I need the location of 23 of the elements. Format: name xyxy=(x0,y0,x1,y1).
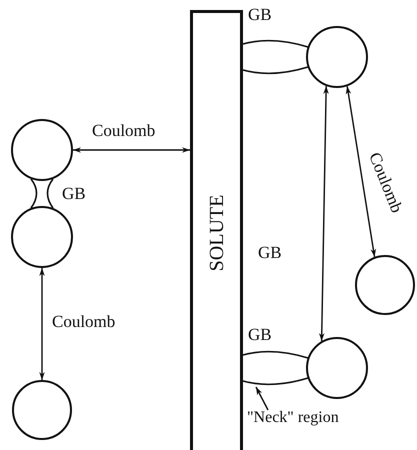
particle-circle xyxy=(306,337,368,399)
double-arrow xyxy=(39,268,45,380)
double-arrow xyxy=(73,147,190,153)
particle-circle xyxy=(11,206,73,268)
particle-circle xyxy=(12,380,72,440)
particle-circle xyxy=(355,255,415,315)
gb-label: GB xyxy=(62,185,86,202)
double-arrow xyxy=(318,86,329,342)
edge-label: Coulomb xyxy=(52,313,116,330)
edge-label: GB xyxy=(258,244,282,261)
particle-circle xyxy=(11,119,73,181)
solute-box xyxy=(190,10,243,450)
box-label: SOLUTE xyxy=(206,194,226,272)
neck-drawing xyxy=(242,350,309,386)
gb-label: GB xyxy=(248,6,272,23)
neck-drawing xyxy=(30,178,54,209)
neck-drawing xyxy=(242,40,309,74)
double-arrow xyxy=(255,386,269,410)
annotation-text: "Neck" region xyxy=(247,410,339,426)
double-arrow xyxy=(346,86,376,257)
particle-circle xyxy=(306,26,368,88)
edge-label: Coulomb xyxy=(92,122,156,139)
gb-label: GB xyxy=(248,326,272,343)
